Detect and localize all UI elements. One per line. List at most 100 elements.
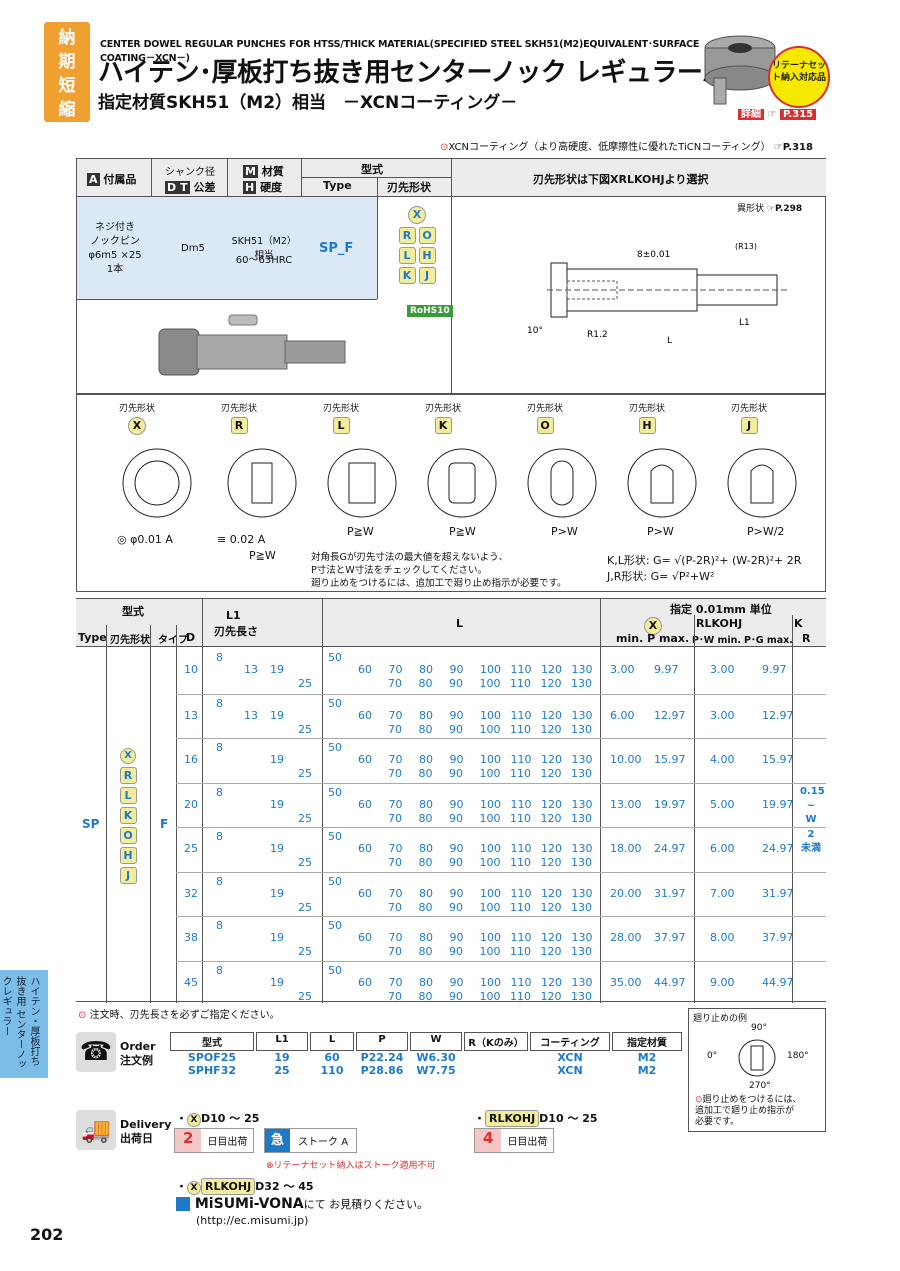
type-value: SP_F	[319, 241, 354, 256]
dt-L: L	[456, 617, 464, 630]
cell-L: 120	[541, 797, 562, 811]
cell-L: 110	[510, 767, 531, 780]
dt-taipu-value: F	[160, 817, 169, 831]
order-header-cell: L	[310, 1032, 354, 1051]
cell-L: 110	[510, 842, 532, 855]
cell-L: 80	[418, 989, 433, 1003]
order-cell: SPHF32	[187, 1064, 236, 1077]
rotation-box: 廻り止めの例 90° 0° 180° 270° ⊙廻り止めをつけるには、 追加工…	[688, 1008, 826, 1132]
cell-max-p: 9.97	[654, 663, 679, 676]
cell-L-50: 50	[328, 874, 342, 888]
cell-L: 100	[480, 842, 501, 855]
shape-k-col: 刃先形状 K	[424, 404, 461, 434]
cell-L: 70	[388, 797, 403, 811]
cell-L: 100	[479, 856, 501, 869]
cell-pg-max: 15.97	[762, 753, 794, 766]
cell-L: 60	[358, 708, 372, 722]
cell-L: 100	[480, 931, 501, 944]
cell-L: 70	[388, 663, 403, 676]
cell-max-p: 37.97	[654, 931, 686, 944]
shape-o: O	[418, 227, 436, 244]
dt-rlk: RLKOHJ	[696, 617, 743, 630]
misumi-brand[interactable]: MiSUMi-VONAにて お見積りください。	[176, 1196, 428, 1212]
cell-L: 120	[540, 989, 562, 1003]
cell-L: 70	[388, 722, 402, 736]
delivery-x-days: 2 日目出荷	[174, 1128, 255, 1153]
shape-r-col: 刃先形状 R	[220, 404, 257, 434]
order-header-cell: コーティング	[530, 1032, 610, 1051]
cell-D: 16	[184, 753, 198, 766]
order-header-cell: L1	[256, 1032, 308, 1051]
cell-L: 60	[358, 886, 372, 900]
cell-L: 120	[540, 811, 562, 825]
cell-L: 130	[571, 989, 592, 1003]
cell-min-p: 10.00	[610, 753, 642, 766]
delivery-stroke: 急 ストーク A	[264, 1128, 358, 1153]
shape-l-col: 刃先形状 L	[322, 404, 359, 434]
cell-L: 90	[449, 975, 464, 989]
cell-pg-max: 44.97	[762, 975, 794, 989]
cell-L: 70	[388, 811, 402, 825]
cond-l: P≧W	[347, 525, 374, 538]
svg-text:L1: L1	[739, 318, 750, 328]
page-ref-icon: ☞	[766, 204, 775, 214]
page-number: 202	[30, 1225, 64, 1244]
cell-L: 80	[418, 722, 433, 736]
cell-D: 13	[184, 708, 198, 722]
order-header-cell: 指定材質	[612, 1032, 682, 1051]
hardness-value: 60～63HRC	[235, 255, 293, 266]
shape-o-col: 刃先形状 O	[526, 404, 563, 434]
cell-pg-max: 37.97	[762, 931, 794, 944]
katashiki-header: 型式	[361, 163, 383, 176]
cell-L: 100	[479, 767, 501, 780]
order-cell: XCN	[557, 1064, 583, 1077]
misumi-url[interactable]: (http://ec.misumi.jp)	[196, 1214, 309, 1227]
cell-L-50: 50	[328, 696, 342, 710]
cell-L: 70	[388, 767, 402, 780]
cell-min-p: 35.00	[610, 975, 642, 989]
cell-L: 70	[388, 753, 403, 766]
cell-D: 20	[184, 797, 198, 811]
svg-text:R1.2: R1.2	[587, 330, 608, 340]
cell-L: 120	[541, 975, 562, 989]
cell-L: 120	[541, 753, 562, 766]
rotation-diagram	[738, 1039, 776, 1077]
dt-R: R	[802, 632, 811, 645]
cell-L: 100	[479, 989, 501, 1003]
cell-L: 110	[510, 753, 532, 766]
cell-L: 110	[510, 886, 532, 900]
svg-text:10°: 10°	[527, 326, 543, 336]
english-title: CENTER DOWEL REGULAR PUNCHES FOR HTSS/TH…	[100, 39, 700, 64]
cell-L: 110	[510, 945, 531, 958]
shape-j: J	[418, 267, 436, 284]
cell-L-50: 50	[328, 651, 342, 664]
cell-L: 100	[479, 811, 501, 825]
cond-k: P≧W	[449, 525, 476, 538]
page-title: ハイテン･厚板打ち抜き用センターノック レギュラーパンチ	[98, 58, 780, 88]
cell-L: 110	[510, 677, 531, 690]
cell-L1: 19	[270, 663, 284, 676]
cell-L: 70	[388, 931, 403, 944]
shape-r: R	[398, 227, 416, 244]
cell-max-p: 15.97	[654, 753, 686, 766]
order-cell: 60	[324, 1051, 340, 1064]
cell-L: 110	[510, 975, 532, 989]
cell-L: 90	[449, 900, 463, 914]
cell-L1: 25	[298, 811, 312, 825]
order-cell: W6.30	[416, 1051, 456, 1064]
cell-L: 130	[571, 945, 592, 958]
order-cell: XCN	[557, 1051, 583, 1064]
cell-L1: 8	[216, 741, 223, 754]
shape-drawings	[77, 441, 827, 531]
detail-link[interactable]: 詳細 ☞ P.315	[738, 105, 817, 120]
side-tab[interactable]: ハイテン・厚板打ち抜き用 センターノックレギュラー	[0, 970, 48, 1078]
cell-min-p: 3.00	[610, 663, 635, 676]
page-ref-icon: ☞	[773, 142, 783, 153]
cell-L1: 19	[270, 797, 284, 811]
